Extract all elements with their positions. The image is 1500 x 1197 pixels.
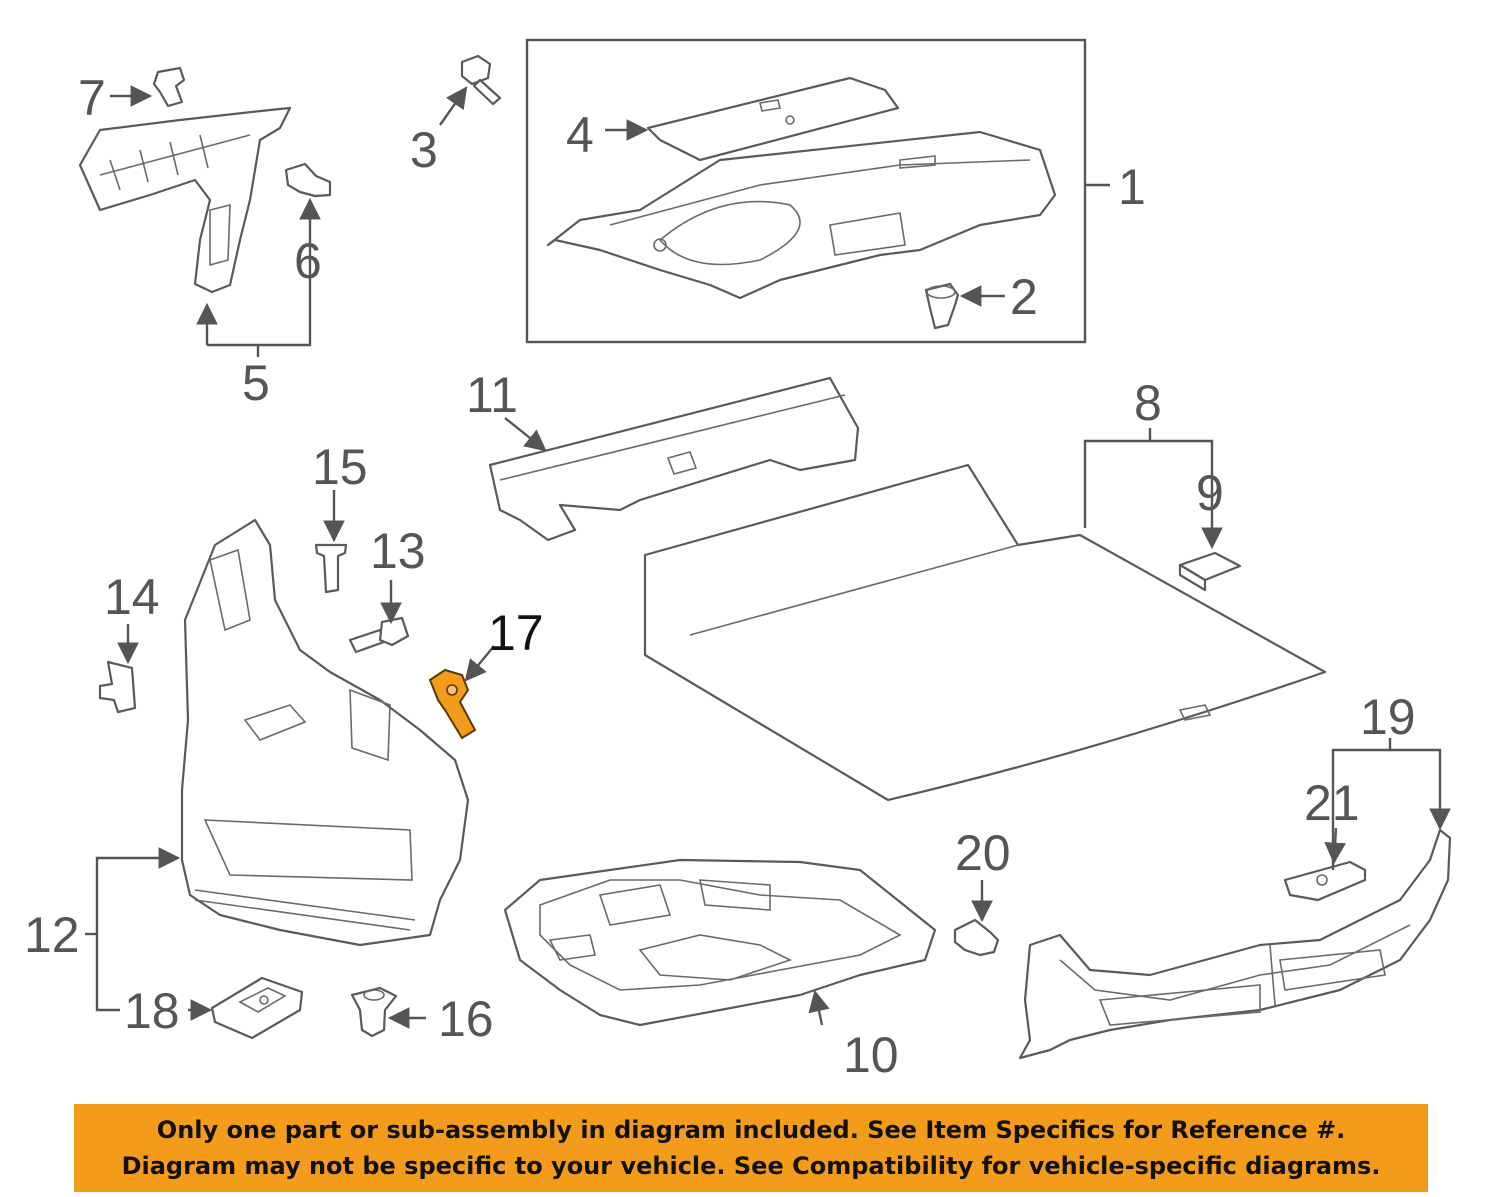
part-18-cover <box>210 976 304 1040</box>
part-19-sill-plate <box>1018 828 1452 1060</box>
callout-7: 7 <box>78 70 106 126</box>
part-7-clip <box>152 66 186 108</box>
callout-10: 10 <box>843 1027 899 1080</box>
part-5-quarter-trim-upper <box>78 106 292 294</box>
callout-2: 2 <box>1010 269 1038 325</box>
part-20-clip <box>953 918 1000 957</box>
callout-21: 21 <box>1304 775 1360 831</box>
exploded-parts-diagram: 1 2 3 4 5 6 7 8 9 10 11 12 13 14 15 16 1… <box>24 38 1452 1080</box>
part-11-rear-panel-trim <box>488 376 860 542</box>
callout-labels: 1 2 3 4 5 6 7 8 9 10 11 12 13 14 15 16 1… <box>24 70 1416 1080</box>
callout-15: 15 <box>312 439 368 495</box>
part-16-nut <box>350 986 398 1038</box>
callout-4: 4 <box>566 107 594 163</box>
callout-13: 13 <box>370 523 426 579</box>
part-9-pad <box>1178 551 1242 592</box>
callout-17: 17 <box>488 605 544 661</box>
part-10-spare-tire-cover <box>503 858 937 1027</box>
part-3-bolt <box>460 54 502 106</box>
part-1-package-tray-trim <box>546 130 1057 300</box>
disclaimer-line-2: Diagram may not be specific to your vehi… <box>121 1152 1381 1180</box>
callout-14: 14 <box>104 569 160 625</box>
callout-11: 11 <box>466 367 518 423</box>
callout-3: 3 <box>410 122 438 178</box>
part-17-bracket <box>428 668 477 740</box>
leader-lines <box>85 85 1451 1029</box>
part-4-tray-cover <box>646 76 900 162</box>
disclaimer-banner: Only one part or sub-assembly in diagram… <box>74 1104 1428 1192</box>
callout-6: 6 <box>294 233 322 289</box>
part-2-clip <box>924 282 960 330</box>
part-6-clip <box>284 162 332 198</box>
disclaimer-line-1: Only one part or sub-assembly in diagram… <box>156 1116 1346 1144</box>
part-12-quarter-trim-lower <box>180 518 470 947</box>
callout-19: 19 <box>1360 689 1416 745</box>
part-8-trunk-mat <box>643 463 1327 802</box>
callout-16: 16 <box>438 991 494 1047</box>
callout-20: 20 <box>955 825 1011 881</box>
part-13-bolt <box>348 616 410 654</box>
callout-18: 18 <box>124 983 180 1039</box>
part-14-clip <box>98 660 137 714</box>
part-15-pin <box>314 543 348 594</box>
assembly-box-part-1 <box>525 38 1087 344</box>
part-21-bracket <box>1283 860 1367 902</box>
callout-9: 9 <box>1196 465 1224 521</box>
callout-1: 1 <box>1118 159 1146 215</box>
callout-12: 12 <box>24 907 80 963</box>
callout-8: 8 <box>1134 375 1162 431</box>
callout-5: 5 <box>242 355 270 411</box>
